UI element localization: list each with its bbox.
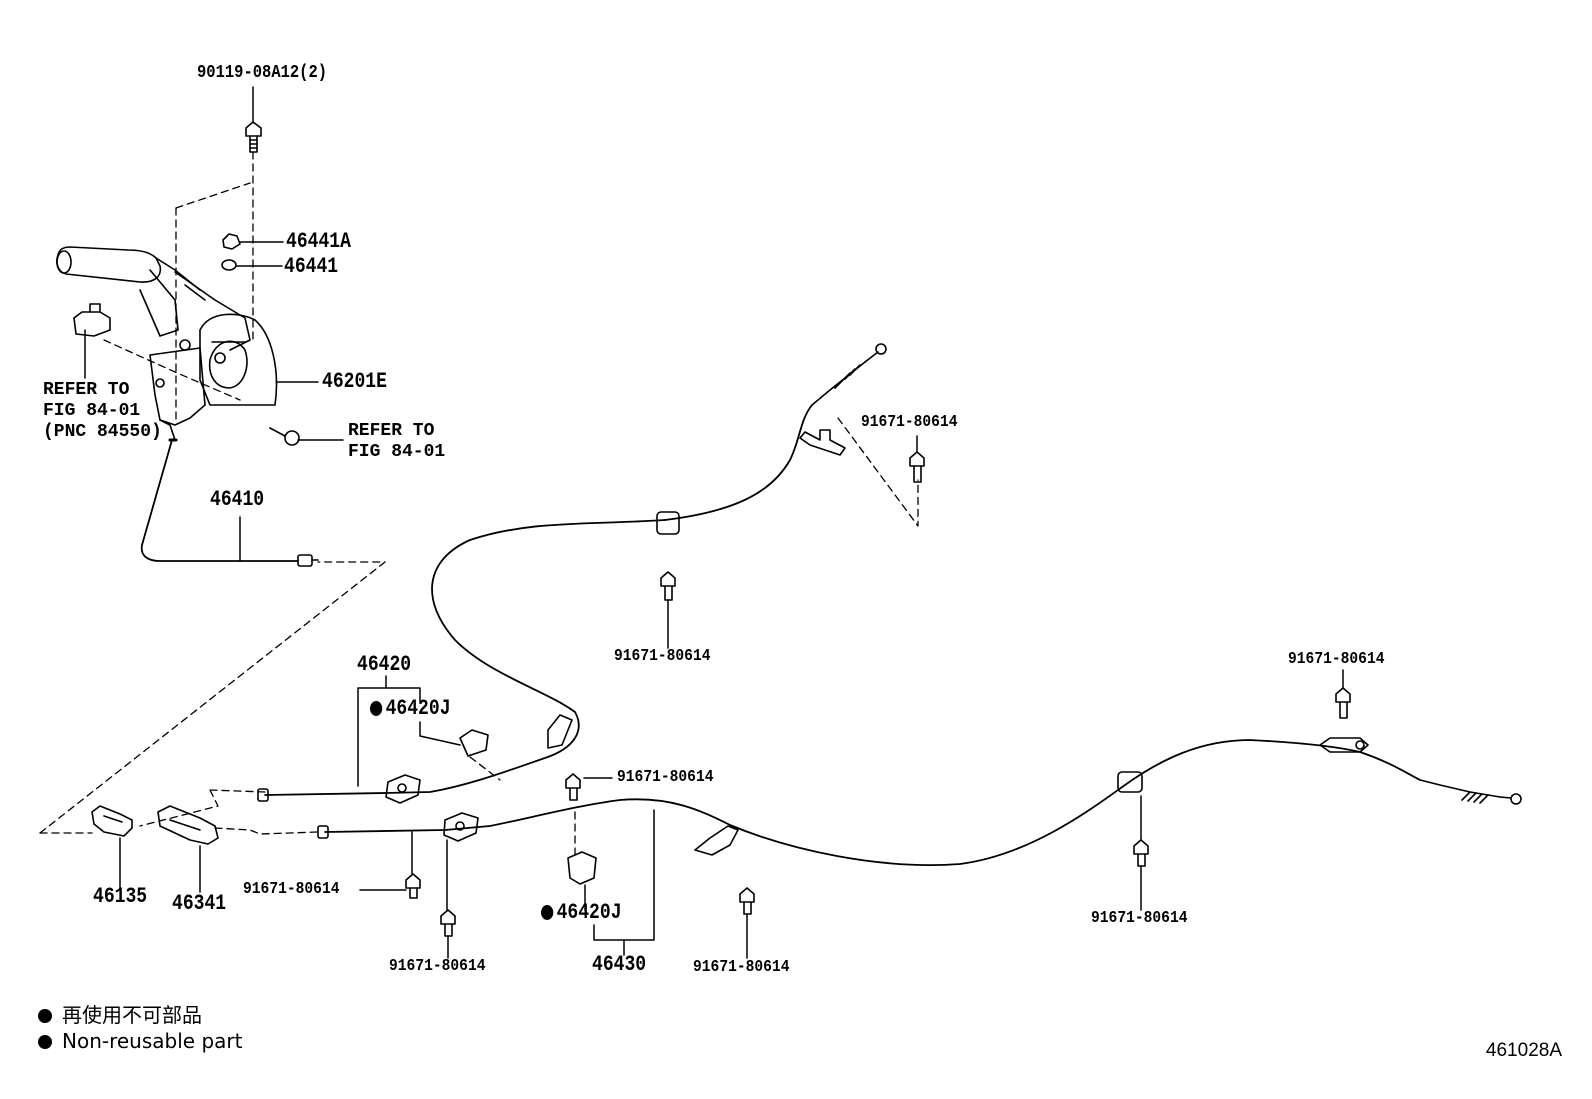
label-refer-right: REFER TO FIG 84-01: [348, 421, 445, 463]
label-bolt-bottom-mid: 91671-80614: [693, 958, 790, 977]
label-bolt-center: 91671-80614: [617, 768, 714, 787]
refer-right-line-1: REFER TO: [348, 421, 435, 441]
lh-rear-cable-drawing: [317, 737, 1522, 885]
refer-right-line-2: FIG 84-01: [348, 442, 446, 462]
front-cable-drawing: [140, 438, 319, 567]
legend-japanese: 再使用不可部品: [38, 1005, 202, 1026]
non-reusable-dot-icon: [370, 700, 383, 716]
label-bolt-far-right: 91671-80614: [1288, 650, 1385, 669]
refer-left-line-2: FIG 84-01: [43, 401, 141, 421]
label-bolt-90119: 90119-08A12(2): [197, 63, 328, 83]
label-46420j-lower-text: 46420J: [556, 900, 622, 925]
legend-english: Non-reusable part: [38, 1031, 242, 1052]
phantom-lines: [39, 151, 919, 856]
label-46420j-upper-text: 46420J: [385, 696, 451, 721]
non-reusable-dot-icon: [38, 1009, 52, 1023]
label-bolt-mid-upper: 91671-80614: [614, 647, 711, 666]
rh-rear-cable-drawing: [257, 343, 887, 804]
parking-brake-lever-drawing: [56, 121, 300, 446]
label-bolt-right-low: 91671-80614: [1091, 909, 1188, 928]
label-46441: 46441: [284, 254, 339, 279]
equalizer-and-yoke-drawing: [91, 805, 219, 845]
legend-english-text: Non-reusable part: [62, 1029, 243, 1053]
label-refer-left: REFER TO FIG 84-01 (PNC 84550): [43, 380, 162, 443]
label-bolt-bottom-left: 91671-80614: [389, 957, 486, 976]
label-46420j-upper: 46420J: [370, 698, 451, 720]
leader-lines: [84, 86, 1344, 959]
figure-code: 461028A: [1485, 1040, 1562, 1061]
label-46341: 46341: [172, 891, 227, 916]
label-bolt-right-upper: 91671-80614: [861, 413, 958, 432]
legend-japanese-text: 再使用不可部品: [62, 1003, 202, 1027]
label-46201e: 46201E: [322, 369, 387, 394]
label-46135: 46135: [93, 884, 148, 909]
label-46430: 46430: [592, 952, 647, 977]
label-bolt-left-low: 91671-80614: [243, 880, 340, 899]
non-reusable-dot-icon: [38, 1035, 52, 1049]
refer-left-line-3: (PNC 84550): [43, 422, 162, 442]
label-46420: 46420: [357, 652, 412, 677]
refer-left-line-1: REFER TO: [43, 380, 130, 400]
label-46441a: 46441A: [286, 229, 351, 254]
label-46410: 46410: [210, 487, 265, 512]
non-reusable-dot-icon: [541, 904, 554, 920]
label-46420j-lower: 46420J: [541, 902, 622, 924]
